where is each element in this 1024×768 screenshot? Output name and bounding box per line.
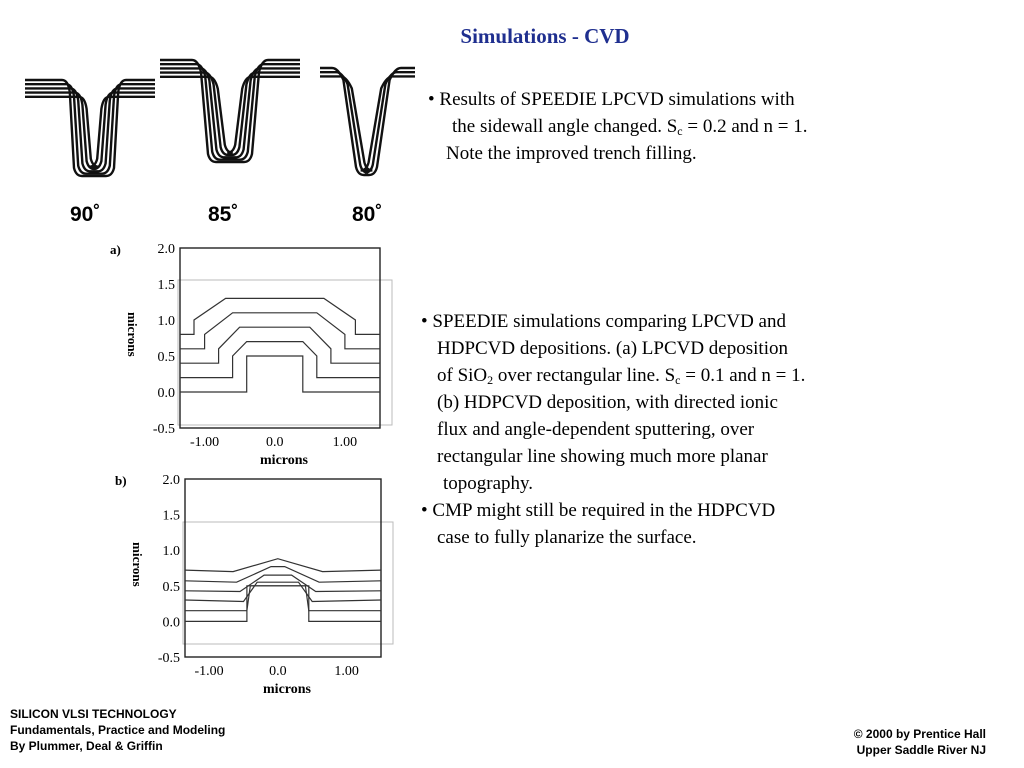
bullet-line: topography. xyxy=(443,473,534,494)
bullet-line: rectangular line showing much more plana… xyxy=(437,446,768,467)
series-line xyxy=(180,312,380,350)
x-axis-label: microns xyxy=(263,682,312,697)
x-tick-label: -1.00 xyxy=(190,435,219,450)
trench-profile-90 xyxy=(25,78,155,178)
footer-line: By Plummer, Deal & Griffin xyxy=(10,739,163,753)
series-line xyxy=(180,326,380,364)
series-line xyxy=(184,574,382,593)
panel-label: a) xyxy=(110,242,121,257)
bullet-line: flux and angle-dependent sputtering, ove… xyxy=(437,419,755,440)
footer-line: Upper Saddle River NJ xyxy=(856,743,986,757)
bullet-line: HDPCVD depositions. (a) LPCVD deposition xyxy=(437,338,788,359)
footer-line: Fundamentals, Practice and Modeling xyxy=(10,723,226,737)
trench-contour xyxy=(25,95,155,168)
plot-frame xyxy=(177,279,393,426)
bullet-line: • Results of SPEEDIE LPCVD simulations w… xyxy=(428,89,795,110)
y-tick-label: 0.0 xyxy=(163,615,181,630)
series-line xyxy=(180,297,380,335)
angle-label-90: 90˚ xyxy=(70,203,101,226)
footer-right: © 2000 by Prentice Hall Upper Saddle Riv… xyxy=(854,726,986,758)
series-line xyxy=(180,355,380,393)
plot-frame xyxy=(182,521,394,645)
y-tick-label: 1.0 xyxy=(163,544,181,559)
angle-label-85: 85˚ xyxy=(208,203,239,226)
angle-label-80: 80˚ xyxy=(352,203,383,226)
series-line xyxy=(185,585,381,612)
bullet-line: • SPEEDIE simulations comparing LPCVD an… xyxy=(421,311,786,332)
footer-line: SILICON VLSI TECHNOLOGY xyxy=(10,707,177,721)
x-tick-label: 1.00 xyxy=(334,664,359,679)
y-axis-label: microns xyxy=(130,542,145,587)
footer-left: SILICON VLSI TECHNOLOGY Fundamentals, Pr… xyxy=(10,706,225,754)
bullet-line: case to fully planarize the surface. xyxy=(437,527,697,548)
slide-title: Simulations - CVD xyxy=(460,24,630,48)
y-tick-label: 1.0 xyxy=(158,314,176,329)
y-tick-label: -0.5 xyxy=(158,651,180,666)
y-tick-label: 1.5 xyxy=(158,278,176,293)
bullet-speedie-comparison: • SPEEDIE simulations comparing LPCVD an… xyxy=(421,308,805,551)
y-tick-label: -0.5 xyxy=(153,422,175,437)
x-tick-label: -1.00 xyxy=(194,664,223,679)
y-tick-label: 2.0 xyxy=(158,242,176,257)
series-line xyxy=(184,581,382,603)
chart-a-lpcvd: 2.0 1.5 1.0 0.5 0.0 -0.5 -1.00 0.0 1.00 microns mi… xyxy=(110,242,393,468)
chart-b-hdpcvd: 2.0 1.5 1.0 0.5 0.0 -0.5 -1.00 0.0 1.00 microns mi… xyxy=(115,473,394,697)
series-line xyxy=(184,565,382,583)
axis-box xyxy=(179,247,381,429)
y-tick-label: 0.5 xyxy=(163,580,181,595)
x-tick-label: 0.0 xyxy=(266,435,284,450)
y-axis-label: microns xyxy=(125,312,140,357)
bullet-line: • CMP might still be required in the HDP… xyxy=(421,500,776,521)
trench-contour xyxy=(320,75,415,172)
x-tick-label: 1.00 xyxy=(333,435,358,450)
bullet-line: of SiO2 over rectangular line. Sc = 0.1 … xyxy=(437,365,806,387)
footer-line: © 2000 by Prentice Hall xyxy=(853,727,986,741)
series-line xyxy=(184,558,382,573)
y-tick-label: 2.0 xyxy=(163,473,181,488)
bullet-line: Note the improved trench filling. xyxy=(446,143,697,164)
panel-label: b) xyxy=(115,473,127,488)
axis-box xyxy=(184,478,382,658)
trench-profile-85 xyxy=(160,58,300,164)
series-line xyxy=(180,341,380,379)
trench-profile-80 xyxy=(320,66,415,177)
bullet-line: (b) HDPCVD deposition, with directed ion… xyxy=(437,392,778,413)
bullet-line: the sidewall angle changed. Sc = 0.2 and… xyxy=(452,116,808,138)
y-tick-label: 1.5 xyxy=(163,509,181,524)
bullet-sidewall-angle: • Results of SPEEDIE LPCVD simulations w… xyxy=(428,86,808,167)
trench-contour xyxy=(160,75,300,154)
y-tick-label: 0.0 xyxy=(158,386,176,401)
x-tick-label: 0.0 xyxy=(269,664,287,679)
y-tick-label: 0.5 xyxy=(158,350,176,365)
x-axis-label: microns xyxy=(260,453,309,468)
